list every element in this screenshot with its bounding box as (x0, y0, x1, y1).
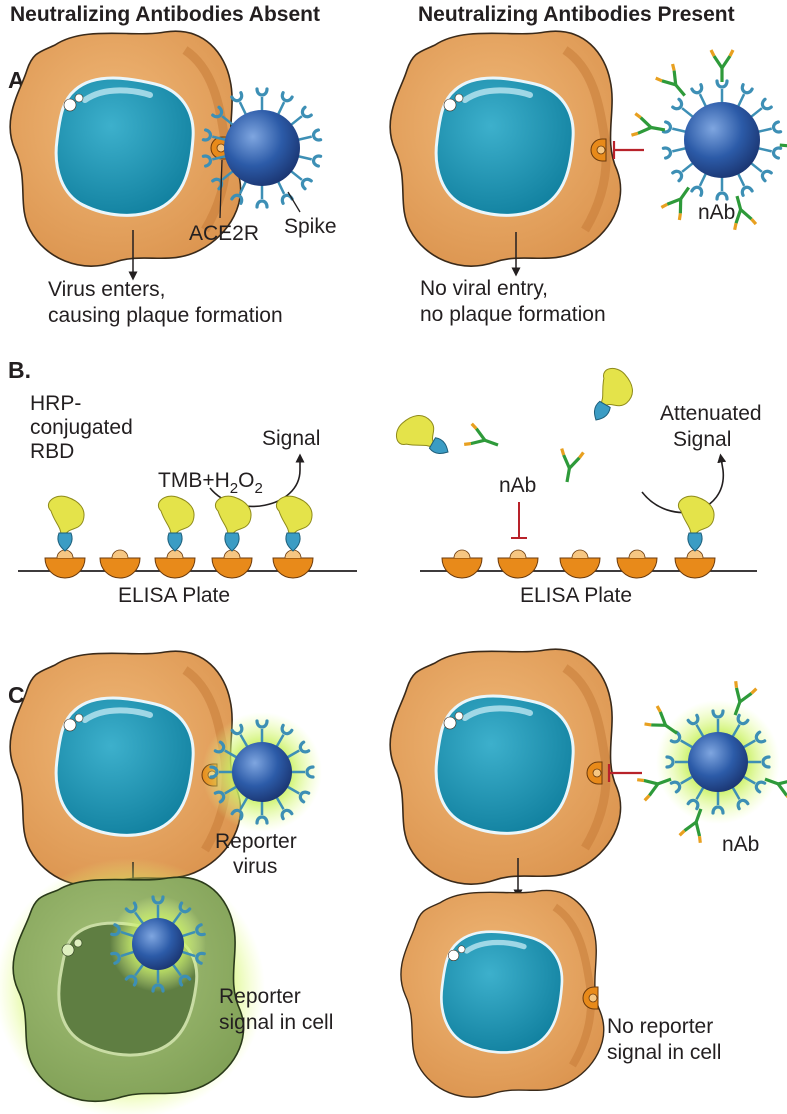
neutralizing-antibody-icon (709, 48, 735, 84)
hrp-label-3: RBD (30, 440, 74, 463)
reporter-virus-label-2: virus (233, 855, 277, 878)
nab-label-b: nAb (499, 474, 536, 497)
panel-a-right-cell (390, 31, 620, 266)
right-column-header: Neutralizing Antibodies Present (418, 3, 735, 26)
uninfected-cell (401, 890, 604, 1097)
signal-label: Signal (262, 427, 320, 450)
spike-protein-icon (294, 149, 323, 168)
panel-a-left-caption-1: Virus enters, (48, 278, 166, 301)
neutralized-reporter-virus-icon (635, 679, 787, 845)
reporter-virus-label-1: Reporter (215, 830, 297, 853)
attenuated-label-2: Signal (673, 428, 731, 451)
hrp-label-2: conjugated (30, 416, 133, 439)
spike-virus-icon (201, 87, 323, 209)
panel-c-right-caption-2: signal in cell (607, 1041, 721, 1064)
spike-protein-icon (754, 141, 783, 160)
plate-wells-left (44, 495, 314, 579)
panel-a-right-caption-2: no plaque formation (420, 303, 606, 326)
spike-protein-icon (661, 141, 690, 160)
nab-label: nAb (698, 201, 735, 224)
panel-a-left-caption-2: causing plaque formation (48, 304, 283, 327)
spike-protein-icon (661, 120, 690, 139)
neutralizing-antibody-icon (629, 111, 669, 143)
spike-protein-icon (294, 128, 323, 147)
free-rbd-ab-complex-2 (554, 363, 641, 486)
panel-b-label: B. (8, 357, 31, 383)
neutralized-virus-icon (629, 48, 787, 232)
panel-c-right-caption-1: No reporter (607, 1015, 713, 1038)
neutralizing-antibody-icon (659, 179, 700, 222)
spike-protein-icon (255, 87, 269, 114)
panel-c-right-cell (390, 649, 620, 884)
nab-label-c: nAb (722, 833, 759, 856)
spike-label: Spike (284, 215, 337, 238)
spike-pointer (287, 191, 301, 213)
hrp-label-1: HRP- (30, 392, 81, 415)
spike-protein-icon (255, 182, 269, 209)
ace2r-pointer (219, 159, 223, 219)
spike-protein-icon (754, 120, 783, 139)
elisa-plate-right-label: ELISA Plate (520, 584, 632, 607)
panel-c-left-caption-1: Reporter (219, 985, 301, 1008)
elisa-plate-left-label: ELISA Plate (118, 584, 230, 607)
spike-protein-icon (715, 174, 729, 201)
internalized-virus-icon (110, 895, 206, 993)
plate-wells-right (441, 495, 716, 579)
spike-protein-icon (715, 79, 729, 106)
neutralizing-antibody-icon (777, 132, 787, 161)
tmb-label: TMB+H2O2 (158, 469, 263, 497)
ace2r-label: ACE2R (189, 222, 259, 245)
panel-a-right-caption-1: No viral entry, (420, 277, 548, 300)
left-column-header: Neutralizing Antibodies Absent (10, 3, 320, 26)
neutralizing-antibody-icon (654, 62, 695, 105)
reporter-virus-icon (209, 719, 315, 825)
free-rbd-ab-complex-1 (391, 407, 504, 467)
attenuated-label-1: Attenuated (660, 402, 762, 425)
panel-c-left-caption-2: signal in cell (219, 1011, 333, 1034)
